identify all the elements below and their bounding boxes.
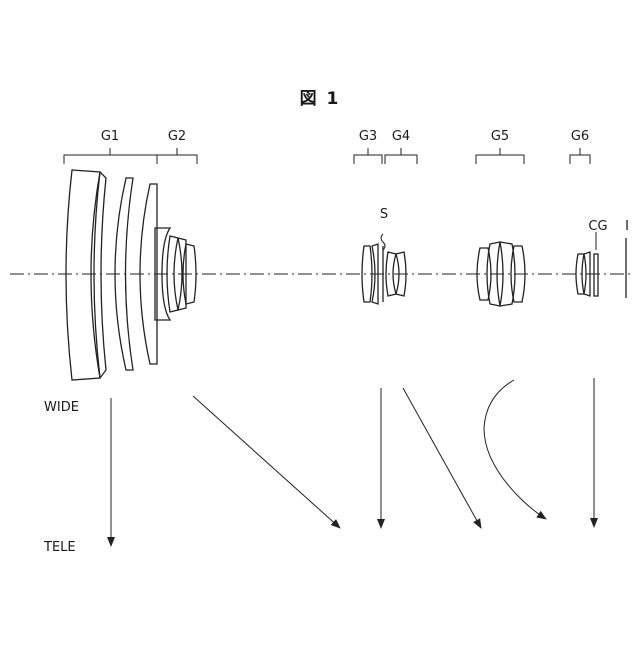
bracket-g3	[354, 155, 382, 164]
wide-label: WIDE	[44, 400, 79, 415]
bracket-g5	[476, 155, 524, 164]
lens-g1-element-1	[66, 170, 100, 380]
group-label-g5: G5	[491, 129, 509, 144]
lens-group-g1	[66, 170, 157, 380]
group-label-g6: G6	[571, 129, 589, 144]
bracket-g4	[385, 155, 417, 164]
bracket-g6	[570, 155, 590, 164]
figure-title: 図 1	[300, 89, 341, 109]
bracket-g2	[157, 155, 197, 164]
group-label-g4: G4	[392, 129, 410, 144]
movement-arrow-g5	[484, 380, 546, 519]
image-plane-label: I	[625, 219, 629, 234]
cover-glass	[594, 254, 598, 296]
group-label-g1: G1	[101, 129, 119, 144]
lens-g1-element-2	[100, 172, 106, 378]
group-label-g2: G2	[168, 129, 186, 144]
movement-arrow-g4	[403, 388, 481, 528]
stop-label: S	[380, 207, 388, 222]
cover-glass-label: CG	[588, 219, 607, 234]
tele-label: TELE	[43, 540, 76, 555]
bracket-g1	[64, 155, 157, 164]
movement-arrow-g2	[193, 396, 340, 528]
group-label-g3: G3	[359, 129, 377, 144]
